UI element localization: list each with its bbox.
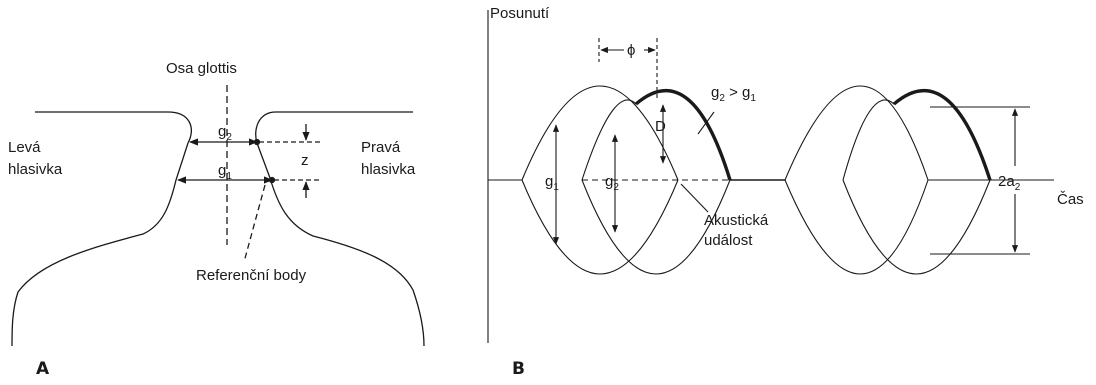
wave1-upper-curve (521, 85, 679, 181)
condition-leader (697, 111, 715, 135)
condition-label: g2 > g1 (711, 84, 756, 104)
left-fold-label-line1: Levá (8, 139, 41, 156)
left-vocal-fold-outline (11, 111, 192, 347)
acoustic-event-leader (680, 183, 709, 213)
reference-point-lower (268, 176, 276, 184)
g1-b-label: g1 (545, 173, 559, 193)
glottis-axis-label: Osa glottis (166, 60, 237, 77)
right-fold-label-line1: Pravá (361, 139, 401, 156)
wave2-lower-curve (581, 179, 731, 275)
wave1-lower-curve (521, 179, 679, 275)
wave4-upper-curve (842, 90, 991, 181)
right-fold-label-line2: hlasivka (361, 161, 416, 178)
reference-points-leader (243, 184, 266, 263)
wave4-thick-segment (892, 88, 992, 181)
g2-label: g2 (218, 123, 232, 143)
d-label: D (655, 118, 666, 135)
panel-b-labels: Posunutí ϕ g2 > g1 D g1 g2 Akustická udá… (490, 5, 1084, 379)
reference-points-label: Referenční body (196, 267, 307, 284)
left-fold-label-line2: hlasivka (8, 161, 63, 178)
y-axis-label: Posunutí (490, 5, 550, 22)
g1-label: g1 (218, 162, 232, 182)
acoustic-event-label-line1: Akustická (704, 212, 769, 229)
acoustic-event-label-line2: událost (704, 232, 753, 249)
panel-b-letter: B (512, 359, 525, 379)
z-label: z (301, 152, 309, 169)
wave2-thick-segment (634, 88, 732, 181)
right-vocal-fold-outline (255, 111, 425, 347)
amplitude-label: 2a2 (998, 173, 1021, 193)
panel-b (487, 10, 1054, 343)
wave4-lower-curve (842, 179, 991, 275)
panel-a-labels: Osa glottis Levá hlasivka Pravá hlasivka… (8, 60, 416, 379)
wave3-upper-curve (784, 85, 929, 181)
panel-a (11, 85, 425, 347)
panel-a-letter: A (36, 359, 50, 379)
wave3-lower-curve (784, 179, 929, 275)
reference-point-upper (253, 138, 261, 146)
time-axis-label: Čas (1057, 191, 1084, 208)
phi-label: ϕ (627, 42, 635, 59)
g2-b-label: g2 (605, 173, 619, 193)
